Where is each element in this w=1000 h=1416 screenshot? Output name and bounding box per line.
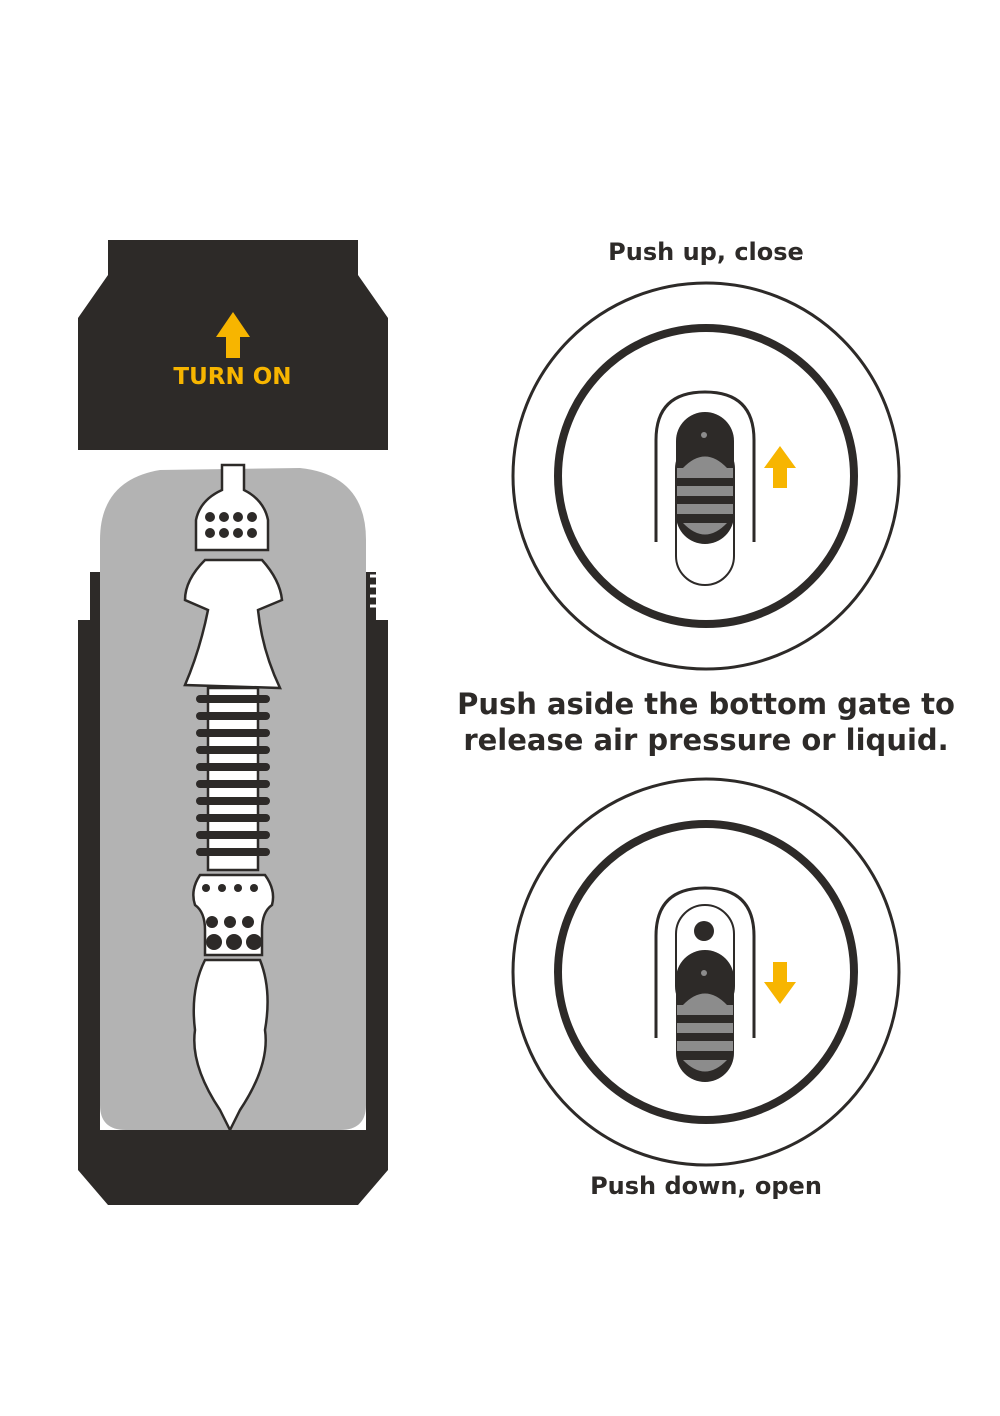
open-switch-diagram <box>511 777 901 1167</box>
turn-on-label: TURN ON <box>173 364 292 390</box>
ribs <box>196 512 270 950</box>
open-caption: Push down, open <box>590 1172 822 1200</box>
cap <box>78 240 388 450</box>
close-caption: Push up, close <box>608 238 804 266</box>
arrow-up-icon <box>216 312 250 358</box>
instruction-text: Push aside the bottom gate to release ai… <box>456 686 956 758</box>
instruction-line-1: Push aside the bottom gate to <box>457 687 955 721</box>
instruction-line-2: release air pressure or liquid. <box>463 723 949 757</box>
arrow-up-icon <box>764 446 796 488</box>
arrow-down-icon <box>764 962 796 1004</box>
close-switch-diagram <box>511 281 901 671</box>
